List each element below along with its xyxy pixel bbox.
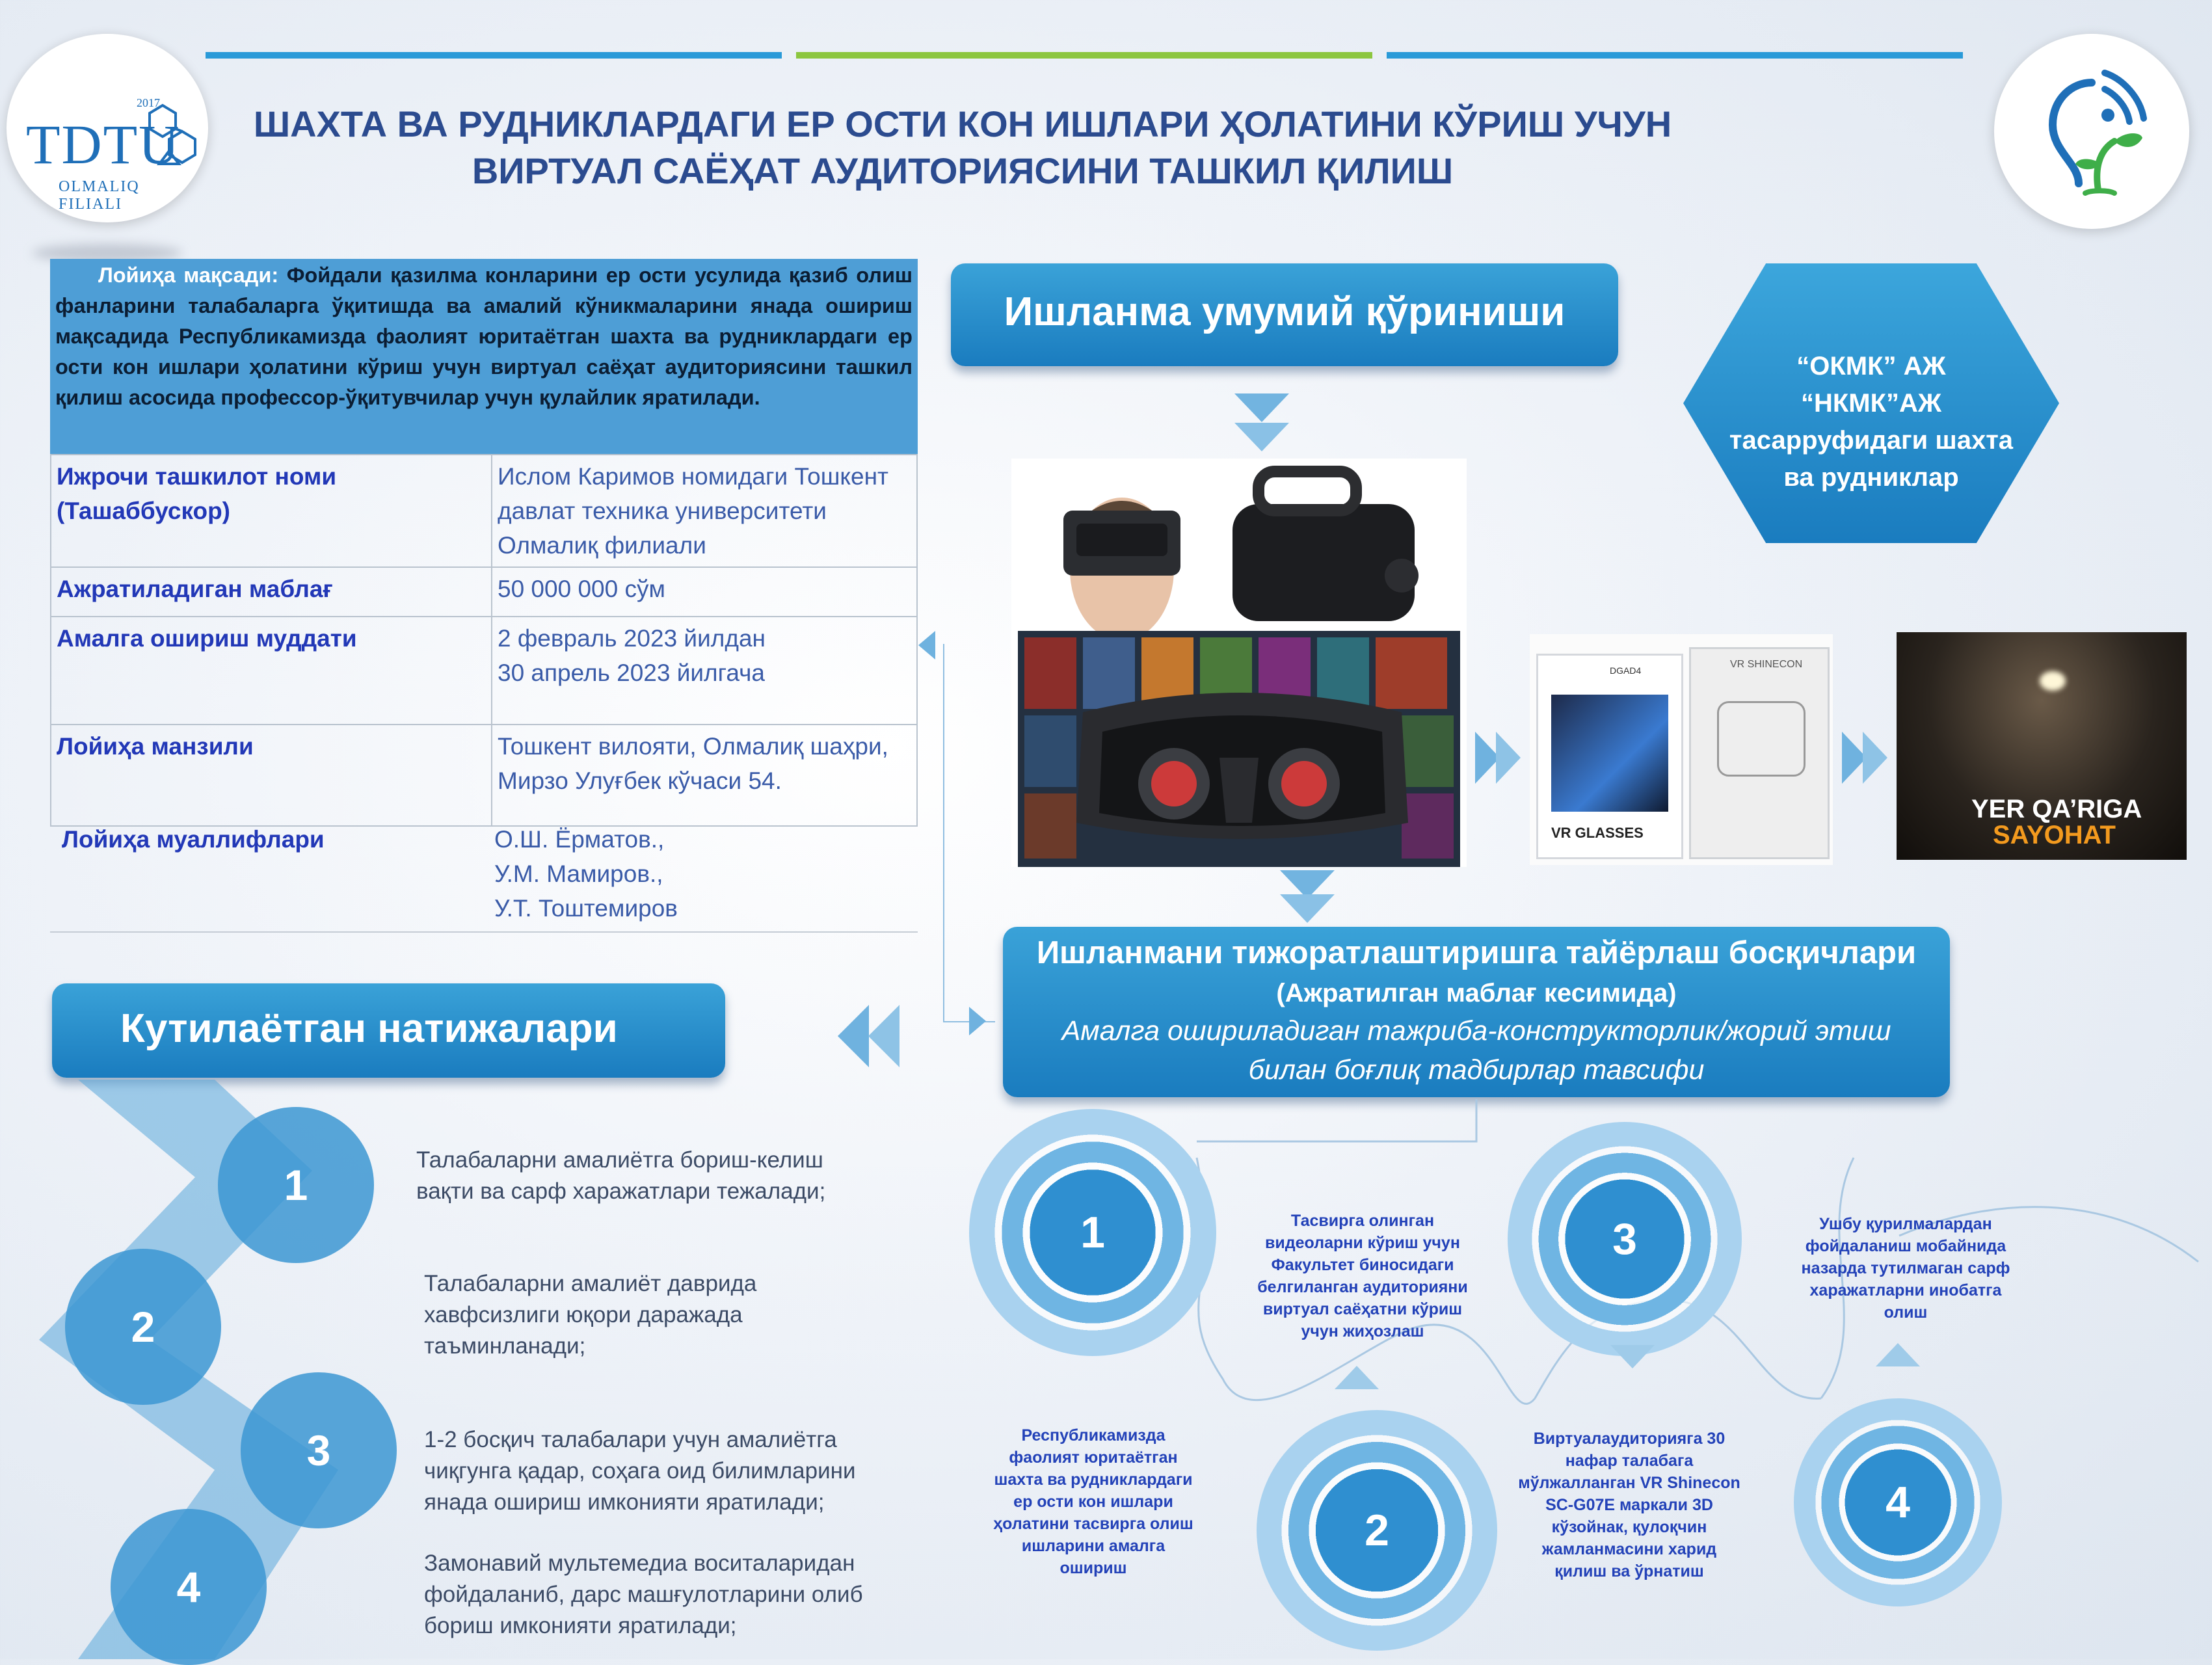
authors-list: О.Ш. Ёрматов., У.М. Мамиров., У.Т. Тоште…	[494, 822, 678, 926]
author-name: О.Ш. Ёрматов.,	[494, 826, 665, 853]
authors-divider	[50, 931, 918, 933]
result-circle-4: 4	[111, 1509, 267, 1665]
lightbulb-wifi-icon	[2048, 70, 2147, 196]
arrow-left-small-icon	[918, 631, 935, 659]
result-text-3: 1-2 босқич талабалари учун амалиётга чиқ…	[424, 1427, 856, 1515]
arrow-down-icon	[1280, 894, 1335, 923]
project-goal-text: Фойдали қазилма конларини ер ости усулид…	[55, 263, 913, 409]
arrow-up-icon	[1335, 1366, 1379, 1389]
arrow-right-icon	[1863, 732, 1887, 784]
molecule-icon	[148, 103, 196, 165]
innovation-logo	[1994, 34, 2189, 229]
arrow-right-icon	[1842, 732, 1867, 784]
author-name: У.Т. Тоштемиров	[494, 895, 678, 922]
mine-tour-photo: YER QA’RIGA SAYOHAT	[1897, 632, 2187, 860]
mine-light	[2040, 671, 2066, 691]
vr-box-photo: DGAD4 VR GLASSES VR SHINECON	[1530, 634, 1833, 865]
stage-text-1: Республикамизда фаолият юритаётган шахта…	[993, 1426, 1193, 1577]
results-header: Кутилаётган натижалари	[52, 983, 725, 1078]
hex-companies: “ОКМК” АЖ “НКМК”АЖ тасарруфидаги шахта в…	[1683, 263, 2059, 543]
table-row: Ажратиладиган маблағ 50 000 000 сўм	[50, 566, 918, 617]
stage-circle-2: 2	[1257, 1410, 1497, 1651]
stage-text-4: Ушбу қурилмалардан фойдаланиш мобайнида …	[1801, 1215, 2010, 1322]
arrow-down-icon	[1610, 1345, 1655, 1368]
top-line-3	[1387, 52, 1963, 59]
authors-label: Лойиҳа муаллифлари	[62, 826, 325, 853]
stage-number: 3	[1612, 1214, 1637, 1264]
vr-headset-illustration	[1018, 466, 1460, 867]
period-end: 30 апрель 2023 йилгача	[498, 659, 765, 686]
table-value: 50 000 000 сўм	[491, 566, 918, 617]
tdtu-logo-year: 2017	[137, 96, 160, 109]
stage-circle-3: 3	[1508, 1122, 1742, 1356]
project-goal-label: Лойиҳа мақсади:	[98, 263, 279, 287]
table-key: Амалга ошириш муддати	[50, 616, 492, 725]
mine-caption-1: YER QA’RIGA	[1971, 795, 2142, 823]
project-goal: Лойиҳа мақсади: Фойдали қазилма конларин…	[50, 259, 918, 454]
stage-number: 4	[1886, 1478, 1910, 1527]
hex-line: “ОКМК” АЖ	[1796, 352, 1946, 380]
arrow-down-icon	[1280, 870, 1335, 899]
table-key: Лойиҳа манзили	[50, 724, 492, 827]
arrow-right-small-icon	[969, 1007, 986, 1035]
overview-header: Ишланма умумий қўриниши	[951, 263, 1618, 366]
result-text-2: Талабаларни амалиёт даврида хавфсизлиги …	[424, 1271, 757, 1359]
tdtu-logo: TDTU OLMALIQ FILIALI 2017	[7, 34, 208, 222]
vr-headset-photo	[1011, 459, 1467, 867]
result-circle-3: 3	[241, 1372, 397, 1528]
result-circle-1: 1	[218, 1107, 374, 1263]
table-value: Тошкент вилояти, Олмалиқ шаҳри, Мирзо Ул…	[491, 724, 918, 827]
result-circle-2: 2	[65, 1249, 221, 1405]
vr-box-image	[1551, 695, 1668, 812]
connector-line	[943, 644, 944, 1021]
table-row: Лойиҳа манзили Тошкент вилояти, Олмалиқ …	[50, 724, 918, 827]
mine-caption-2: SAYOHAT	[1993, 821, 2116, 849]
hex-line: ва рудниклар	[1783, 463, 1959, 492]
top-line-1	[206, 52, 782, 59]
page-title: ШАХТА ВА РУДНИКЛАРДАГИ ЕР ОСТИ КОН ИШЛАР…	[253, 103, 1672, 191]
stage-number: 1	[1080, 1208, 1105, 1257]
arrow-right-icon	[1496, 732, 1521, 784]
arrow-left-icon	[868, 1005, 899, 1067]
stage-text-2: Тасвирга олинган видеоларни кўриш учун Ф…	[1257, 1212, 1468, 1340]
table-key: Ижрочи ташкилот номи (Ташаббускор)	[50, 454, 492, 568]
tdtu-logo-text: TDTU	[26, 113, 181, 176]
stage-number: 2	[1365, 1506, 1389, 1555]
stage-circle-1: 1	[969, 1109, 1216, 1356]
top-line-2	[796, 52, 1372, 59]
author-name: У.М. Мамиров.,	[494, 860, 663, 887]
result-text-1: Талабаларни амалиётга бориш-келиш вақти …	[416, 1147, 826, 1204]
arrow-down-icon	[1234, 423, 1289, 451]
stage-text-3: Виртуалаудиторияга 30 нафар талабага мўл…	[1518, 1430, 1740, 1580]
result-text-4: Замонавий мультемедиа воситаларидан фойд…	[424, 1551, 863, 1638]
table-row: Ижрочи ташкилот номи (Ташаббускор) Ислом…	[50, 454, 918, 568]
hex-line: “НКМК”АЖ	[1800, 389, 1942, 418]
stage-circle-4: 4	[1794, 1398, 2002, 1606]
arrow-up-icon	[1876, 1343, 1920, 1366]
table-value: 2 февраль 2023 йилдан 30 апрель 2023 йил…	[491, 616, 918, 725]
vr-box-side: VR SHINECON	[1689, 647, 1830, 859]
vr-box-brand: VR SHINECON	[1730, 659, 1803, 670]
tdtu-logo-subtitle: OLMALIQ FILIALI	[59, 178, 140, 213]
table-value: Ислом Каримов номидаги Тошкент давлат те…	[491, 454, 918, 568]
period-start: 2 февраль 2023 йилдан	[498, 625, 766, 652]
commercialization-desc: Амалга ошириладиган тажриба-конструкторл…	[1061, 1015, 1891, 1086]
arrow-down-icon	[1234, 393, 1289, 422]
table-row: Амалга ошириш муддати 2 февраль 2023 йил…	[50, 616, 918, 725]
commercialization-title: Ишланмани тижоратлаштиришга тайёрлаш бос…	[1036, 935, 1917, 970]
project-info-table: Ижрочи ташкилот номи (Ташаббускор) Ислом…	[50, 454, 918, 827]
table-key: Ажратиладиган маблағ	[50, 566, 492, 617]
vr-box-label: VR GLASSES	[1551, 825, 1644, 841]
vr-box-drawing	[1717, 701, 1806, 777]
arrow-right-icon	[1475, 732, 1500, 784]
arrow-left-icon	[838, 1005, 869, 1067]
hex-line: тасарруфидаги шахта	[1729, 426, 2014, 455]
vr-box-front: DGAD4 VR GLASSES	[1536, 654, 1683, 859]
vr-box-code: DGAD4	[1610, 665, 1642, 676]
commercialization-subtitle: (Ажратилган маблағ кесимида)	[1276, 979, 1677, 1007]
commercialization-header: Ишланмани тижоратлаштиришга тайёрлаш бос…	[1003, 927, 1950, 1097]
